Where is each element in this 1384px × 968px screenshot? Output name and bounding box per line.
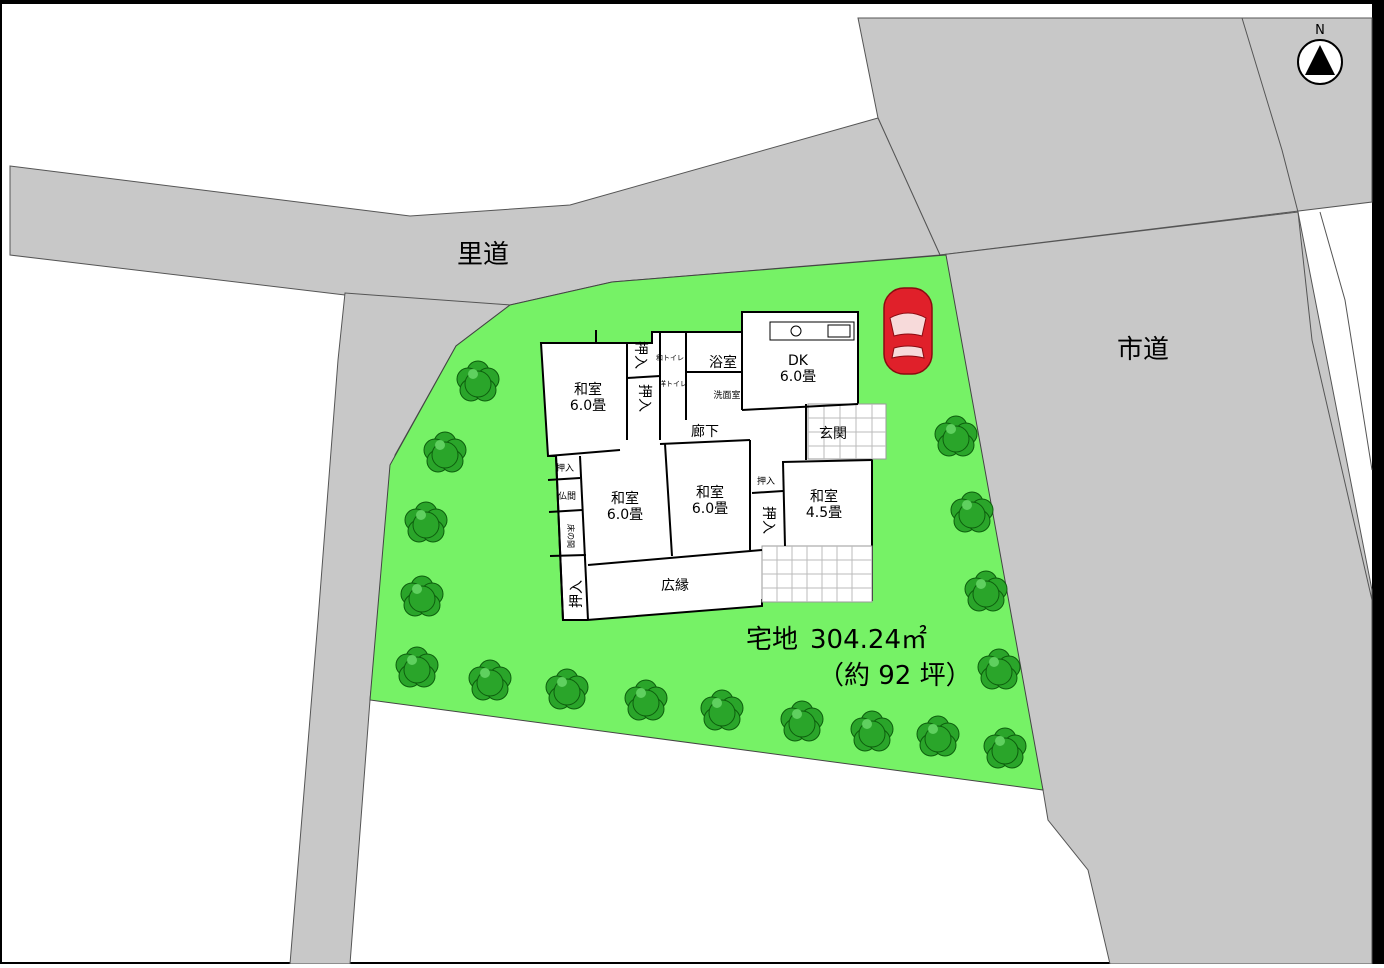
lot-label-word: 宅地 [746, 625, 798, 655]
tree-icon [700, 689, 744, 731]
tree-icon [545, 668, 589, 710]
room-dk-name: DK [788, 353, 809, 369]
room-bath: 浴室 [709, 354, 737, 371]
lot-area-value: 304.24 [810, 625, 901, 655]
room-washitsu-c-name: 和室 [696, 484, 724, 501]
room-washitsu-e-name: 和室 [810, 488, 838, 505]
boundary-line-east [1241, 17, 1373, 601]
north-arrow-icon [1297, 39, 1343, 85]
tree-icon [983, 727, 1027, 769]
tree-icon [780, 700, 824, 742]
map-right-edge [1372, 0, 1384, 964]
tree-icon [456, 360, 500, 402]
room-tokonoma: 床の間 [566, 524, 576, 548]
veranda-tiles [762, 546, 872, 602]
road-label-satomichi: 里道 [457, 240, 509, 270]
room-oshiire-n2: 押入 [636, 384, 652, 412]
lot-area-unit: ㎡ [901, 625, 927, 655]
trees-group [395, 360, 1027, 769]
room-oshiire-e: 押入 [760, 506, 776, 534]
room-washitsu-nw-name: 和室 [574, 381, 602, 398]
tree-icon [404, 501, 448, 543]
room-washitsu-cl-name: 和室 [611, 490, 639, 507]
map-top-edge [0, 0, 1384, 4]
road-label-shidou: 市道 [1117, 335, 1169, 365]
tree-icon [977, 648, 1021, 690]
room-oshiire-n1: 押入 [632, 341, 648, 369]
room-toilet1: 和トイレ [656, 353, 684, 362]
room-engawa: 広縁 [661, 578, 689, 594]
tree-icon [624, 679, 668, 721]
room-labels: 和室 6.0畳 和室 6.0畳 和室 6.0畳 和室 4.5畳 DK 6.0畳 … [556, 353, 847, 594]
tree-icon [468, 659, 512, 701]
room-washitsu-nw-size: 6.0畳 [570, 398, 606, 414]
stove-icon [827, 324, 851, 338]
tree-icon [395, 646, 439, 688]
sink-icon [790, 325, 802, 337]
room-hallway: 廊下 [691, 423, 719, 440]
room-butsuma: 仏間 [558, 491, 576, 502]
room-oshiire-e-small: 押入 [757, 475, 775, 487]
room-washitsu-cl-size: 6.0畳 [607, 507, 643, 523]
tree-icon [423, 431, 467, 473]
room-oshiire-sw: 押入 [569, 580, 585, 608]
room-oshiire-sw-top: 押入 [556, 462, 574, 474]
room-wash: 洗面室 [713, 389, 740, 401]
tree-icon [964, 570, 1008, 612]
floor-plan [539, 311, 887, 621]
road-ne-area [857, 17, 1373, 256]
north-label: N [1315, 23, 1325, 38]
tree-icon [400, 575, 444, 617]
porch-tiles [808, 404, 886, 459]
room-washitsu-e-size: 4.5畳 [806, 505, 842, 521]
boundary-line-east-2 [1319, 211, 1373, 471]
tree-icon [850, 710, 894, 752]
room-entrance: 玄関 [819, 425, 847, 442]
room-toilet2: 洋トイレ [659, 379, 687, 388]
car-icon [883, 287, 933, 375]
tree-icon [950, 491, 994, 533]
tree-icon [934, 415, 978, 457]
tree-icon [916, 715, 960, 757]
room-dk-size: 6.0畳 [780, 369, 816, 385]
interior-walls [547, 330, 873, 621]
lot-label-line2: （約 92 坪） [818, 661, 972, 691]
lot-label-line1: 宅地 304.24㎡ [746, 625, 927, 655]
room-washitsu-c-size: 6.0畳 [692, 501, 728, 517]
